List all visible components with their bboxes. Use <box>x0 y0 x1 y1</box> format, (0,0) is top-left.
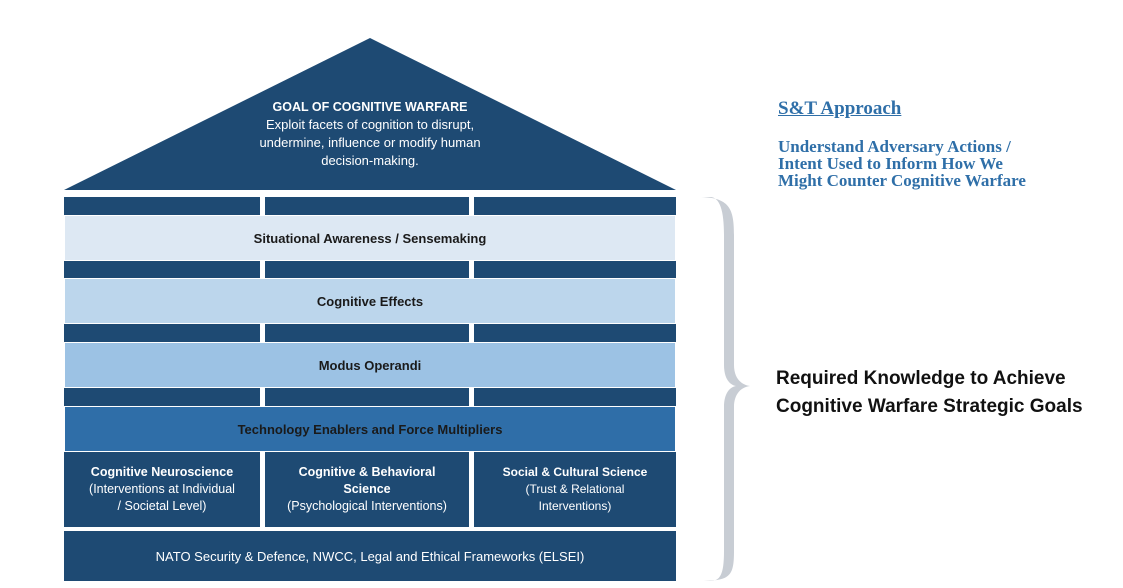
band-situational-label: Situational Awareness / Sensemaking <box>253 230 487 246</box>
st-line-3: Might Counter Cognitive Warfare <box>778 171 1026 190</box>
social-title: Social & Cultural Science <box>502 465 648 479</box>
neuro-sub-1: (Interventions at Individual <box>89 482 235 496</box>
behav-sub: (Psychological Interventions) <box>287 499 447 513</box>
band-technology-label: Technology Enablers and Force Multiplier… <box>237 421 503 437</box>
st-approach-title: S&T Approach <box>778 98 902 119</box>
foundation-bar: NATO Security & Defence, NWCC, Legal and… <box>64 531 676 581</box>
band-modus-label: Modus Operandi <box>318 357 422 373</box>
goal-line-2: undermine, influence or modify human <box>259 135 481 150</box>
st-line-1: Understand Adversary Actions / <box>778 137 1011 156</box>
neuro-title: Cognitive Neuroscience <box>90 465 234 479</box>
behav-title-2: Science <box>343 482 391 496</box>
band-modus-operandi: Modus Operandi <box>64 342 676 388</box>
curly-brace <box>698 197 750 581</box>
band-cognitive-effects: Cognitive Effects <box>64 278 676 324</box>
goal-line-3: decision-making. <box>321 153 419 168</box>
foundation-label: NATO Security & Defence, NWCC, Legal and… <box>155 548 585 564</box>
column-cognitive-neuroscience: Cognitive Neuroscience (Interventions at… <box>64 454 260 525</box>
goal-title: GOAL OF COGNITIVE WARFARE <box>272 100 468 114</box>
roof-goal: GOAL OF COGNITIVE WARFARE Exploit facets… <box>220 98 520 170</box>
behav-title-1: Cognitive & Behavioral <box>298 465 436 479</box>
st-line-2: Intent Used to Inform How We <box>778 154 1003 173</box>
band-situational-awareness: Situational Awareness / Sensemaking <box>64 215 676 261</box>
social-sub-2: Interventions) <box>538 499 612 513</box>
social-sub-1: (Trust & Relational <box>525 482 625 496</box>
goal-line-1: Exploit facets of cognition to disrupt, <box>265 117 475 132</box>
required-line-2: Cognitive Warfare Strategic Goals <box>776 396 1083 417</box>
required-knowledge: Required Knowledge to Achieve Cognitive … <box>776 365 1083 421</box>
column-cognitive-behavioral: Cognitive & Behavioral Science (Psycholo… <box>265 454 469 525</box>
roof-triangle <box>64 38 676 190</box>
column-social-cultural: Social & Cultural Science (Trust & Relat… <box>474 454 676 525</box>
neuro-sub-2: / Societal Level) <box>117 499 207 513</box>
band-effects-label: Cognitive Effects <box>316 293 424 309</box>
required-line-1: Required Knowledge to Achieve <box>776 368 1066 389</box>
band-technology-enablers: Technology Enablers and Force Multiplier… <box>64 406 676 452</box>
st-approach-text: Understand Adversary Actions / Intent Us… <box>778 138 1026 189</box>
